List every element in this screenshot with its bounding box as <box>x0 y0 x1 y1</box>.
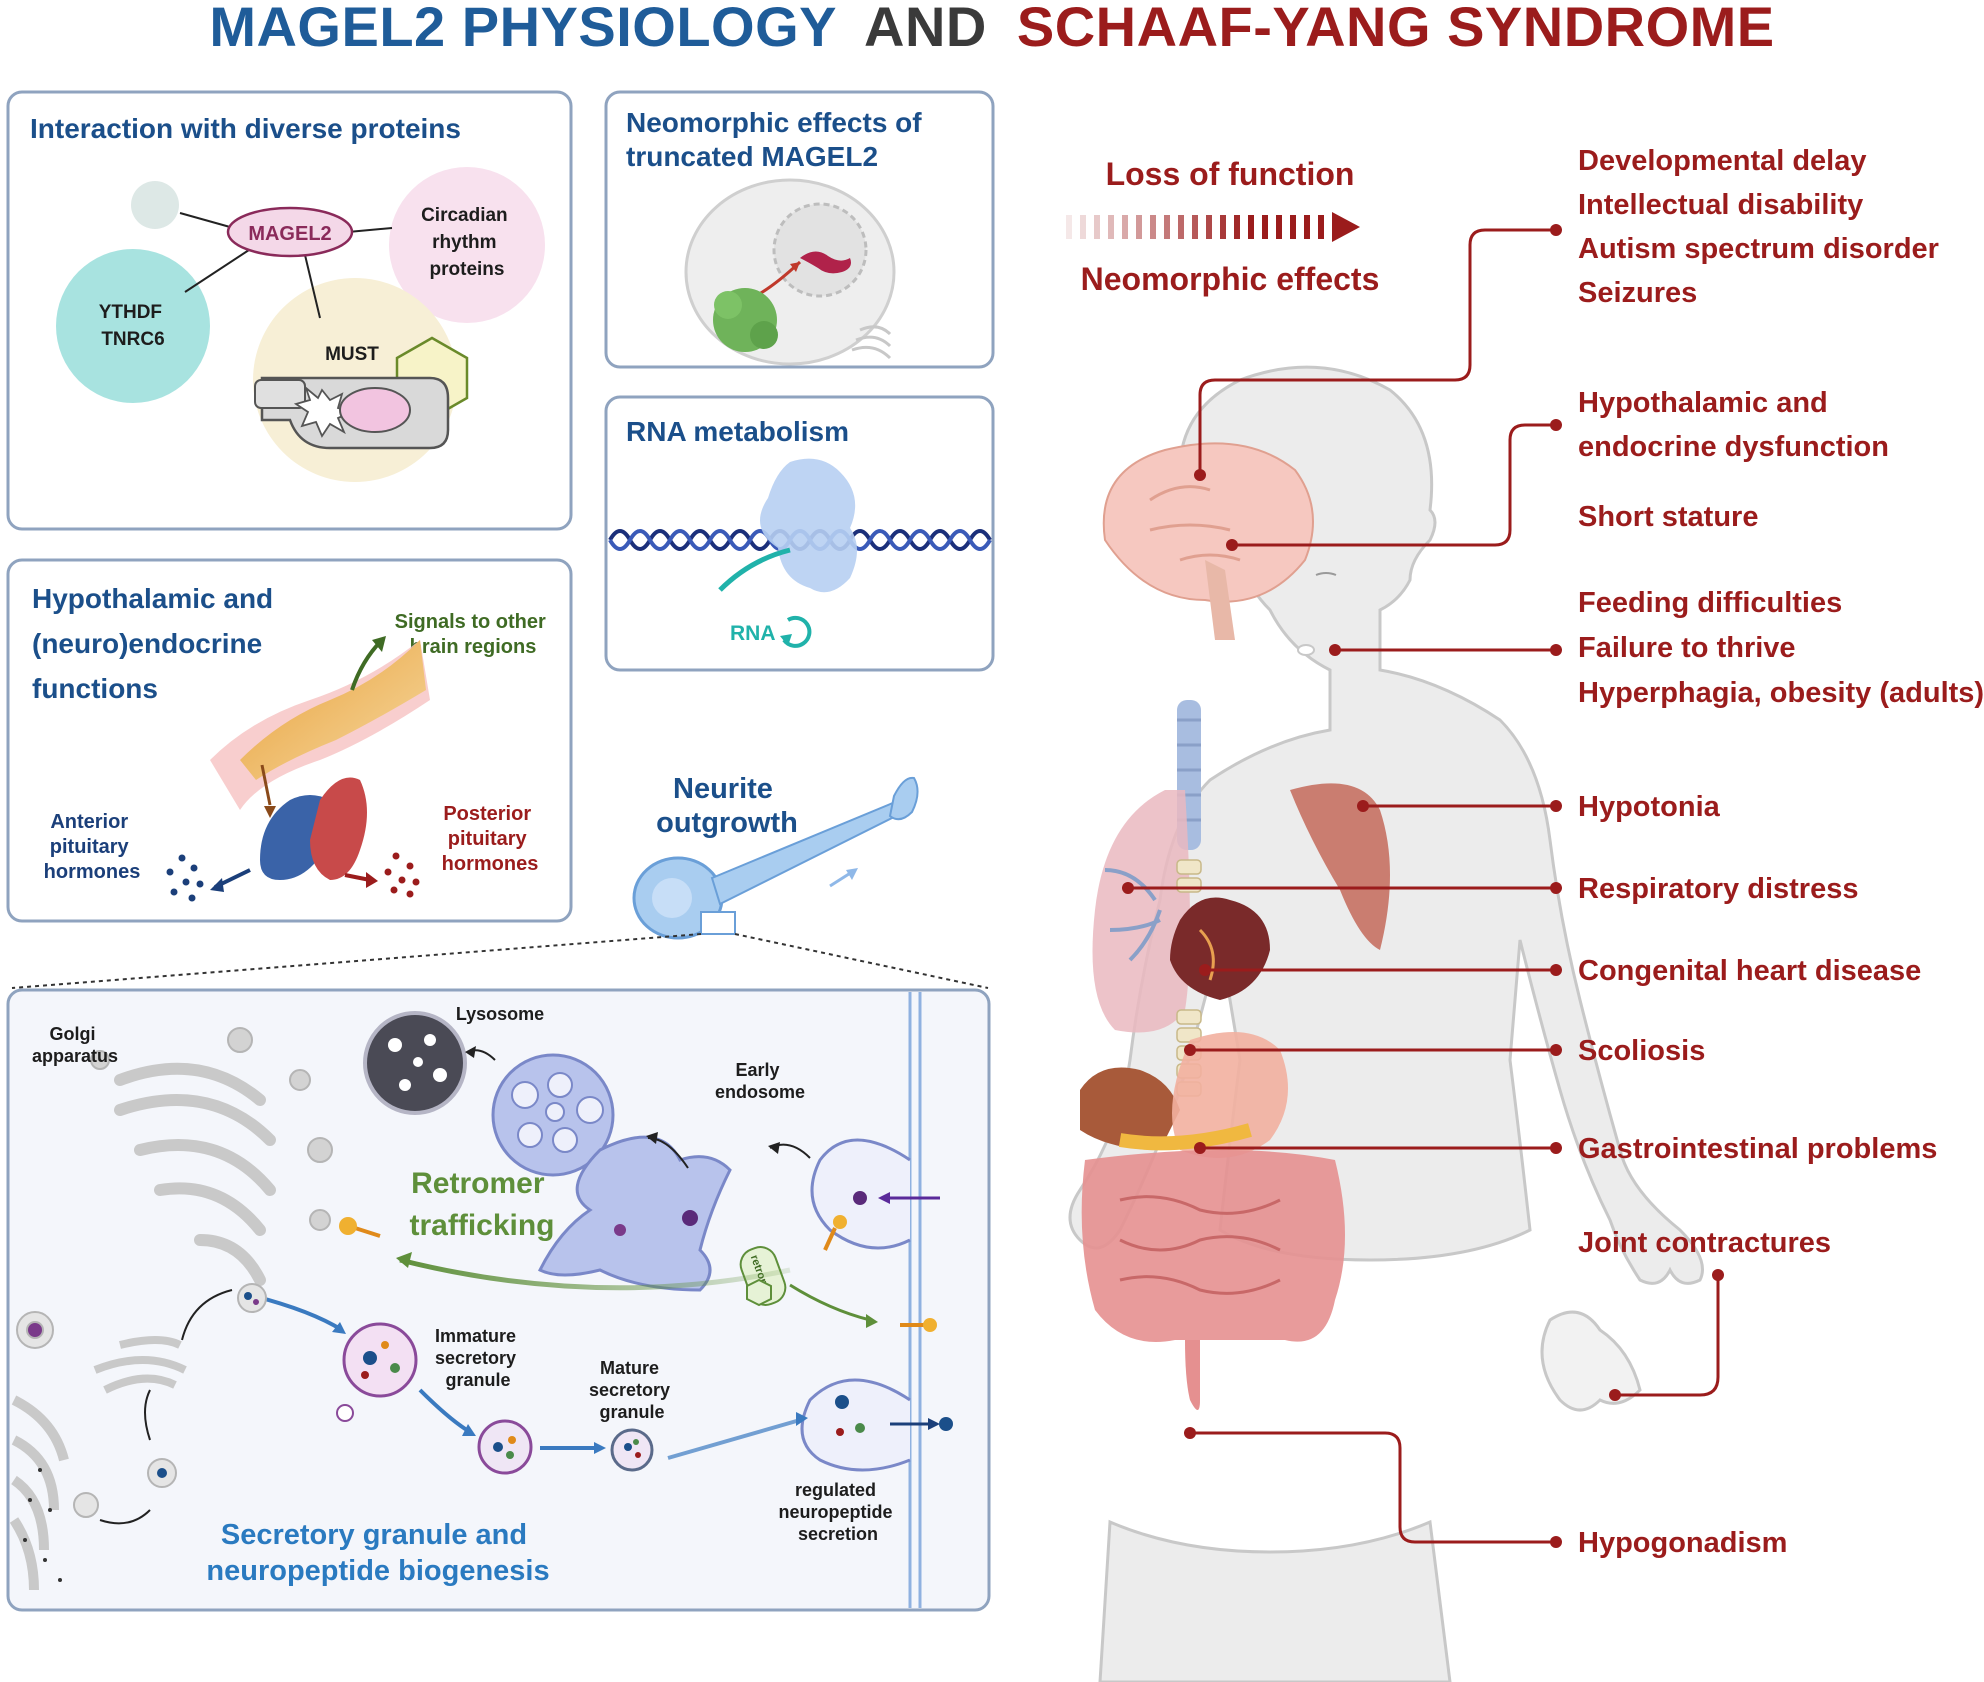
symptom-joint: Joint contractures <box>1578 1227 1831 1259</box>
signals-label: Signals to other brain regions <box>395 611 552 658</box>
secretory-pathway-label: Secretory granule and neuropeptide bioge… <box>206 1519 549 1587</box>
immature-granule-label: Immature secretory granule <box>435 1326 521 1390</box>
retrograde-arrow <box>399 1257 791 1291</box>
legend-loss-of-function: Loss of function <box>1106 156 1355 192</box>
recycle-icon <box>782 615 812 648</box>
symptom-hypogonadism: Hypogonadism <box>1578 1527 1787 1559</box>
panel-rna-title: RNA metabolism <box>626 416 849 447</box>
anterior-label: Anterior pituitary hormones <box>44 811 141 883</box>
magel2-node <box>226 206 354 258</box>
receptor-icon-membrane <box>900 1318 937 1332</box>
nucleus-shape <box>772 202 868 298</box>
rna-strand <box>718 547 791 592</box>
symptom-labels: Developmental delay Intellectual disabil… <box>1578 145 1984 1559</box>
regulated-secretion-label: regulated neuropeptide secretion <box>778 1480 897 1544</box>
golgi-apparatus <box>114 1062 276 1286</box>
neuron-terminal-shape <box>240 640 426 780</box>
symptom-heart: Congenital heart disease <box>1578 955 1921 987</box>
circadian-label: Circadian rhythm proteins <box>421 205 513 280</box>
symptom-short-stature: Short stature <box>1578 501 1758 533</box>
receptor-icon-golgi <box>339 1217 381 1238</box>
rna-label: RNA <box>730 622 776 645</box>
receptor-icon <box>823 1215 847 1251</box>
symptoms-hypothalamic: Hypothalamic and endocrine dysfunction <box>1578 387 1889 463</box>
early-endosome-label: Early endosome <box>715 1060 805 1102</box>
legend-neomorphic-effects: Neomorphic effects <box>1081 261 1380 297</box>
posterior-hormone-dots <box>384 852 420 898</box>
body-silhouette <box>1068 365 1704 1285</box>
liver-shape <box>1080 1067 1180 1150</box>
small-protein-circle <box>131 181 179 229</box>
panel-cell-trafficking: Golgi apparatus Lysosome Early endosome <box>6 988 991 1612</box>
magel2-label: MAGEL2 <box>248 223 331 245</box>
connector-endpoints <box>1122 224 1724 1548</box>
anterior-hormone-dots <box>166 854 204 902</box>
endoplasmic-reticulum <box>9 1395 69 1591</box>
panel-protein-interactions: Interaction with diverse proteins MAGEL2… <box>6 90 573 531</box>
stomach-shape <box>1172 1032 1288 1158</box>
panel-rna-metabolism: RNA metabolism RNA <box>604 395 995 672</box>
granule-intermediate <box>477 1419 533 1475</box>
symptom-respiratory: Respiratory distress <box>1578 873 1858 905</box>
symptom-connectors <box>1128 228 1720 1544</box>
ythdf-protein-circle <box>56 249 210 403</box>
panel-hypothalamic: Hypothalamic and (neuro)endocrine functi… <box>6 558 573 923</box>
growth-cone <box>888 776 919 821</box>
posterior-pituitary-shape <box>310 777 367 880</box>
legend-gradient-arrow <box>1066 212 1360 242</box>
retromer-trafficking-label: Retromer trafficking <box>409 1167 554 1242</box>
symptoms-feeding: Feeding difficulties Failure to thrive H… <box>1578 587 1984 709</box>
lysosome-label: Lysosome <box>456 1004 544 1024</box>
circadian-protein-circle <box>389 167 545 323</box>
shoulder-muscle <box>1290 783 1390 950</box>
early-endosome-shape <box>537 1135 732 1292</box>
immature-granule <box>342 1322 418 1398</box>
mature-granule-label: Mature secretory granule <box>589 1358 675 1422</box>
neurite-label: Neurite outgrowth <box>656 773 798 839</box>
title-part-2: AND <box>864 0 987 58</box>
intestine-shape <box>1081 1150 1345 1342</box>
polymerase-shape <box>760 458 857 593</box>
neurite-outgrowth: Neurite outgrowth <box>11 773 989 989</box>
figure-title: MAGEL2 PHYSIOLOGY AND SCHAAF-YANG SYNDRO… <box>209 0 1774 58</box>
pancreas-shape <box>1118 1123 1252 1151</box>
panel-neomorphic-title: Neomorphic effects of truncated MAGEL2 <box>626 107 929 172</box>
posterior-label: Posterior pituitary hormones <box>442 803 539 875</box>
panel-neomorphic-effects: Neomorphic effects of truncated MAGEL2 <box>604 90 995 369</box>
brain-shape <box>1102 442 1314 603</box>
title-part-3: SCHAAF-YANG SYNDROME <box>1017 0 1775 58</box>
truncated-magel2-shape <box>800 251 851 274</box>
ythdf-label: YTHDF TNRC6 <box>99 302 168 350</box>
heart-shape <box>1170 897 1270 1000</box>
panel-interactions-title: Interaction with diverse proteins <box>30 113 461 144</box>
symptom-scoliosis: Scoliosis <box>1578 1035 1705 1067</box>
mature-granule <box>610 1428 654 1472</box>
starburst-icon <box>293 385 355 438</box>
hand-shape <box>1540 1310 1642 1412</box>
golgi-label: Golgi apparatus <box>32 1024 118 1066</box>
symptoms-neuro: Developmental delay Intellectual disabil… <box>1578 145 1947 309</box>
human-body <box>1068 365 1704 1682</box>
symptom-hypotonia: Hypotonia <box>1578 791 1721 823</box>
must-label: MUST <box>325 344 379 365</box>
symptom-gi: Gastrointestinal problems <box>1578 1133 1937 1165</box>
zoom-box <box>700 911 736 935</box>
panel-hypothalamic-title: Hypothalamic and (neuro)endocrine functi… <box>32 583 281 704</box>
title-part-1: MAGEL2 PHYSIOLOGY <box>209 0 836 58</box>
lung-shape <box>1092 790 1190 1033</box>
legend: Loss of function Neomorphic effects <box>1066 156 1379 297</box>
